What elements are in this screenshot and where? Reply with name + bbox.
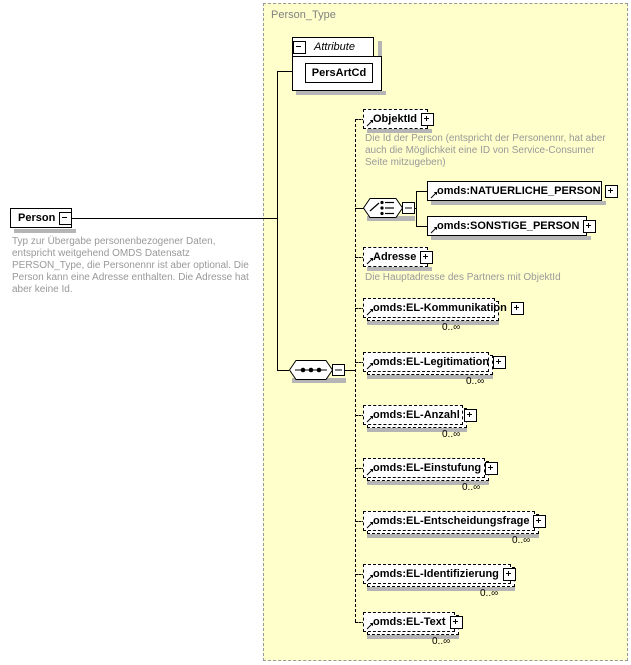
el-kommunikation-occurrence: 0..∞ <box>442 322 461 333</box>
el-legitimation-shadow <box>367 375 493 379</box>
plus-icon[interactable] <box>493 355 507 369</box>
el-identifizierung-occurrence: 0..∞ <box>480 588 499 599</box>
connector-to-el-legitimation <box>355 362 365 363</box>
plus-icon[interactable] <box>502 567 516 581</box>
plus-icon[interactable] <box>533 514 547 528</box>
minus-icon[interactable] <box>293 40 306 54</box>
connector-to-adresse <box>355 257 365 258</box>
choice-shadow <box>367 216 415 221</box>
sonstige-person-shadow <box>431 236 591 240</box>
plus-icon[interactable] <box>421 112 435 126</box>
el-anzahl-shadow <box>367 428 467 432</box>
element-el-anzahl-label: omds:EL-Anzahl <box>373 408 460 421</box>
plus-icon[interactable] <box>510 301 524 315</box>
connector-sequence-to-spine <box>344 370 356 371</box>
connector-to-el-identifizierung <box>355 574 365 575</box>
connector-to-el-entscheidungsfrage <box>355 521 365 522</box>
el-kommunikation-shadow <box>367 321 499 325</box>
plus-icon[interactable] <box>485 461 499 475</box>
element-natuerliche-person[interactable]: omds:NATUERLICHE_PERSON <box>427 181 618 201</box>
element-el-entscheidungsfrage-label: omds:EL-Entscheidungsfrage <box>373 514 530 527</box>
connector-choice-spine <box>416 191 417 227</box>
connector-to-attribute-group <box>277 71 293 72</box>
attribute-persartcd-label: PersArtCd <box>311 66 367 79</box>
type-panel <box>263 3 628 661</box>
element-sonstige-person[interactable]: omds:SONSTIGE_PERSON <box>427 216 597 236</box>
element-el-text[interactable]: omds:EL-Text <box>363 612 463 632</box>
attribute-group-label: Attribute <box>314 41 355 53</box>
element-el-text-label: omds:EL-Text <box>373 615 446 628</box>
element-el-legitimation-label: omds:EL-Legitimation <box>373 355 490 368</box>
plus-icon[interactable] <box>583 219 597 233</box>
element-el-kommunikation[interactable]: omds:EL-Kommunikation <box>363 298 524 318</box>
element-el-identifizierung-label: omds:EL-Identifizierung <box>373 567 499 580</box>
connector-to-el-anzahl <box>355 415 365 416</box>
objektid-shadow <box>367 129 432 133</box>
el-anzahl-occurrence: 0..∞ <box>442 429 461 440</box>
element-objektid[interactable]: ObjektId <box>363 109 435 129</box>
adresse-shadow <box>367 267 432 271</box>
person-annotation: Typ zur Übergabe personenbezogener Daten… <box>12 236 249 295</box>
element-el-einstufung[interactable]: omds:EL-Einstufung <box>363 458 499 478</box>
connector-to-el-kommunikation <box>355 308 365 309</box>
connector-trunk-vertical <box>277 71 278 370</box>
connector-to-natuerliche-person <box>416 191 428 192</box>
connector-to-objektid <box>355 119 365 120</box>
sequence-compositor-icon[interactable] <box>289 358 347 382</box>
natuerliche-person-shadow <box>431 201 606 205</box>
el-text-shadow <box>367 635 459 639</box>
element-person[interactable]: Person <box>10 208 73 228</box>
adresse-annotation: Die Hauptadresse des Partners mit Objekt… <box>365 272 561 283</box>
element-objektid-label: ObjektId <box>373 112 418 125</box>
el-entscheidungsfrage-occurrence: 0..∞ <box>512 535 531 546</box>
element-el-kommunikation-label: omds:EL-Kommunikation <box>373 301 507 314</box>
objektid-annotation: Die Id der Person (entspricht der Person… <box>365 133 606 168</box>
connector-trunk-inlet <box>263 218 278 219</box>
element-el-entscheidungsfrage[interactable]: omds:EL-Entscheidungsfrage <box>363 511 547 531</box>
attribute-persartcd[interactable]: PersArtCd <box>305 63 373 83</box>
element-adresse-label: Adresse <box>373 250 417 263</box>
element-person-label: Person <box>18 211 56 224</box>
el-einstufung-shadow <box>367 481 489 485</box>
plus-icon[interactable] <box>420 250 434 264</box>
connector-to-choice <box>355 208 364 209</box>
connector-to-el-einstufung <box>355 468 365 469</box>
connector-to-sonstige-person <box>416 226 428 227</box>
connector-to-sequence <box>277 370 289 371</box>
attribute-group-header[interactable]: Attribute <box>292 37 374 57</box>
attribute-body-shadow <box>296 91 386 95</box>
connector-person-to-type <box>72 218 267 219</box>
element-el-identifizierung[interactable]: omds:EL-Identifizierung <box>363 564 516 584</box>
type-panel-title: Person_Type <box>271 9 336 21</box>
plus-icon[interactable] <box>463 408 477 422</box>
sequence-shadow <box>292 378 346 383</box>
el-entscheidungsfrage-shadow <box>367 534 539 538</box>
minus-icon[interactable] <box>59 211 73 225</box>
element-natuerliche-person-label: omds:NATUERLICHE_PERSON <box>437 184 601 197</box>
plus-icon[interactable] <box>449 615 463 629</box>
element-el-anzahl[interactable]: omds:EL-Anzahl <box>363 405 477 425</box>
el-identifizierung-shadow <box>367 587 515 591</box>
connector-choice-inlet <box>415 208 417 209</box>
element-el-einstufung-label: omds:EL-Einstufung <box>373 461 482 474</box>
element-sonstige-person-label: omds:SONSTIGE_PERSON <box>437 219 580 232</box>
el-text-occurrence: 0..∞ <box>432 636 451 647</box>
element-el-legitimation[interactable]: omds:EL-Legitimation <box>363 352 507 372</box>
plus-icon[interactable] <box>604 184 618 198</box>
person-shadow <box>14 229 76 233</box>
choice-compositor-icon[interactable] <box>363 196 417 220</box>
connector-to-el-text <box>355 622 365 623</box>
el-legitimation-occurrence: 0..∞ <box>466 376 485 387</box>
el-einstufung-occurrence: 0..∞ <box>462 482 481 493</box>
element-adresse[interactable]: Adresse <box>363 247 434 267</box>
